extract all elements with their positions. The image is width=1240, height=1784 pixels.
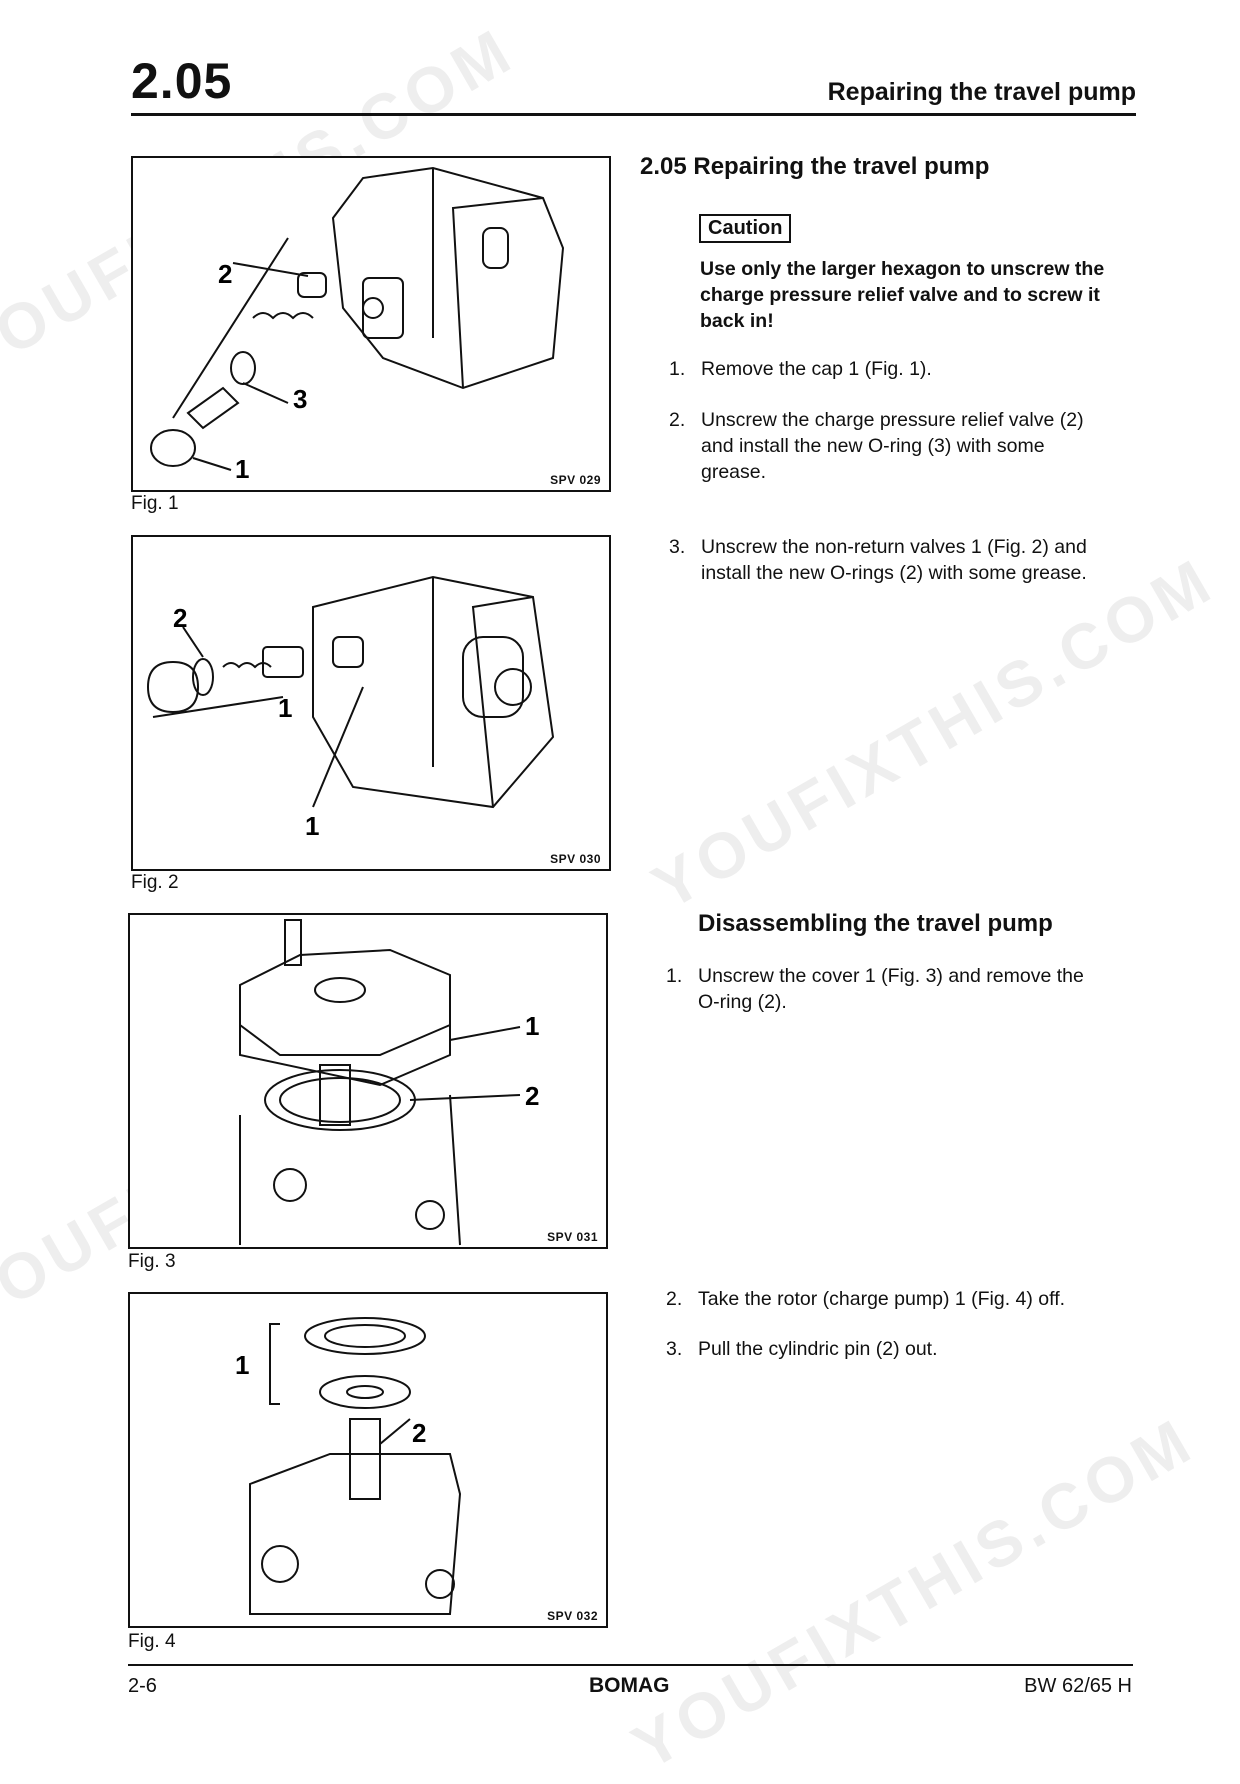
figure-2-label: Fig. 2 xyxy=(131,872,179,893)
step-text: Take the rotor (charge pump) 1 (Fig. 4) … xyxy=(698,1288,1066,1310)
step-text: install the new O-rings (2) with some gr… xyxy=(701,562,1087,584)
caution-text: Use only the larger hexagon to unscrew t… xyxy=(700,258,1105,332)
rotor-illustration: 1 2 xyxy=(235,1317,462,1615)
step-item: 1. Unscrew the cover 1 (Fig. 3) and remo… xyxy=(666,963,1126,1015)
brand-name: BOMAG xyxy=(589,1674,670,1697)
pump-valve-illustration: 2 3 1 xyxy=(150,166,565,484)
step-item: 2. Take the rotor (charge pump) 1 (Fig. … xyxy=(666,1286,1126,1312)
caution-badge: Caution xyxy=(699,214,792,243)
callout-3: 3 xyxy=(293,384,307,414)
step-item: 3. Pull the cylindric pin (2) out. xyxy=(666,1336,1126,1362)
figure-code: SPV 030 xyxy=(550,852,601,866)
figure-4-label: Fig. 4 xyxy=(128,1631,176,1652)
step-item: 1. Remove the cap 1 (Fig. 1). xyxy=(669,356,1129,382)
watermark: YOUFIXTHIS.COM xyxy=(620,1403,1207,1784)
step-text: Unscrew the cover 1 (Fig. 3) and remove … xyxy=(698,965,1084,987)
figure-1-label: Fig. 1 xyxy=(131,493,179,514)
step-text: O-ring (2). xyxy=(698,991,787,1013)
callout-1: 1 xyxy=(305,811,319,841)
callout-1: 1 xyxy=(235,1350,249,1380)
callout-1: 1 xyxy=(525,1011,539,1041)
step-text: Remove the cap 1 (Fig. 1). xyxy=(701,358,932,380)
figure-2: 2 1 1 SPV 030 xyxy=(131,535,611,871)
step-number: 2. xyxy=(669,409,686,431)
callout-2: 2 xyxy=(218,259,232,289)
step-text: and install the new O-ring (3) with some xyxy=(701,435,1045,457)
pump-cover-illustration: 1 2 xyxy=(239,919,539,1246)
callout-1: 1 xyxy=(235,454,249,484)
step-number: 3. xyxy=(666,1338,683,1360)
footer-divider xyxy=(128,1664,1133,1666)
figure-code: SPV 029 xyxy=(550,473,601,487)
watermark: YOUFIXTHIS.COM xyxy=(640,543,1227,924)
figure-code: SPV 032 xyxy=(547,1609,598,1623)
header-title: Repairing the travel pump xyxy=(827,78,1136,106)
step-text: Unscrew the non-return valves 1 (Fig. 2)… xyxy=(701,536,1087,558)
step-text: Unscrew the charge pressure relief valve… xyxy=(701,409,1084,431)
step-item: 3. Unscrew the non-return valves 1 (Fig.… xyxy=(669,534,1129,586)
step-item: 2. Unscrew the charge pressure relief va… xyxy=(669,407,1129,485)
model-name: BW 62/65 H xyxy=(1024,1675,1132,1697)
step-number: 2. xyxy=(666,1288,683,1310)
callout-2: 2 xyxy=(173,603,187,633)
step-number: 1. xyxy=(669,358,686,380)
page-number: 2-6 xyxy=(128,1675,157,1697)
figure-1: 2 3 1 SPV 029 xyxy=(131,156,611,492)
pump-non-return-valve-illustration: 2 1 1 xyxy=(146,575,555,841)
callout-2: 2 xyxy=(412,1418,426,1448)
figure-3: 1 2 SPV 031 xyxy=(128,913,608,1249)
header-divider xyxy=(131,113,1136,116)
callout-2: 2 xyxy=(525,1081,539,1111)
section-heading: 2.05 Repairing the travel pump xyxy=(640,153,990,180)
figure-4: 1 2 SPV 032 xyxy=(128,1292,608,1628)
subheading: Disassembling the travel pump xyxy=(698,910,1053,937)
figure-code: SPV 031 xyxy=(547,1230,598,1244)
section-number: 2.05 xyxy=(131,53,233,109)
step-text: Pull the cylindric pin (2) out. xyxy=(698,1338,938,1360)
step-number: 3. xyxy=(669,536,686,558)
callout-1: 1 xyxy=(278,693,292,723)
step-text: grease. xyxy=(701,461,767,483)
step-number: 1. xyxy=(666,965,683,987)
figure-3-label: Fig. 3 xyxy=(128,1251,176,1272)
